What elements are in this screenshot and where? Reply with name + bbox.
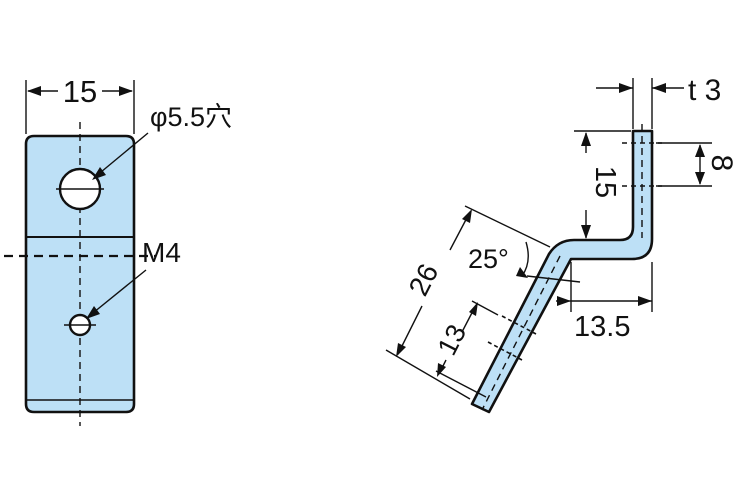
side-view: t 3 15 8 25° 26 13 bbox=[385, 74, 738, 414]
bracket-plate-front bbox=[24, 134, 136, 414]
top-leg-arrow-top bbox=[581, 132, 591, 146]
thread-leader-arrow bbox=[86, 306, 100, 319]
slant-hole-arrow-bottom bbox=[437, 363, 446, 377]
width-arrow-left bbox=[27, 86, 41, 96]
angle-dim-label: 25° bbox=[468, 244, 509, 274]
slant-ext-top bbox=[464, 205, 551, 248]
top-hole-arrow-bottom bbox=[695, 172, 705, 185]
slant-hole-dim-label: 13 bbox=[432, 320, 472, 360]
hole-leader-arrow bbox=[92, 167, 106, 180]
thickness-arrow-right bbox=[652, 83, 666, 93]
top-hole-dim-label: 8 bbox=[705, 155, 738, 172]
offset-dim-label: 13.5 bbox=[574, 311, 630, 343]
front-view: 15 φ5.5穴 M4 bbox=[4, 74, 232, 426]
hole-leader bbox=[94, 132, 149, 178]
top-hole-arrow-top bbox=[695, 144, 705, 157]
slant-arrow-bottom bbox=[396, 343, 406, 357]
thickness-dim-label: t 3 bbox=[688, 74, 721, 107]
slant-ext-bottom bbox=[385, 349, 471, 400]
slant-dim-label: 26 bbox=[403, 259, 445, 301]
slant-hole-ext bbox=[471, 300, 499, 316]
slant-hole-ext bbox=[435, 370, 487, 398]
angle-arrow bbox=[516, 267, 528, 278]
thread-callout-label: M4 bbox=[142, 237, 181, 268]
thread-leader bbox=[87, 269, 147, 318]
width-dim-label: 15 bbox=[63, 74, 97, 109]
width-arrow-right bbox=[119, 86, 133, 96]
angle-arc bbox=[521, 241, 529, 277]
top-leg-arrow-bottom bbox=[581, 225, 591, 239]
slant-hole-arrow-top bbox=[469, 302, 478, 316]
slant-arrow-top bbox=[462, 209, 472, 223]
hole-callout-label: φ5.5穴 bbox=[150, 102, 232, 132]
bracket-profile-side bbox=[470, 129, 654, 414]
offset-arrow-right bbox=[638, 296, 652, 306]
thickness-arrow-left bbox=[619, 83, 633, 93]
slant-center-line bbox=[481, 255, 561, 411]
offset-arrow-left bbox=[557, 296, 571, 306]
top-leg-dim-label: 15 bbox=[589, 166, 621, 198]
